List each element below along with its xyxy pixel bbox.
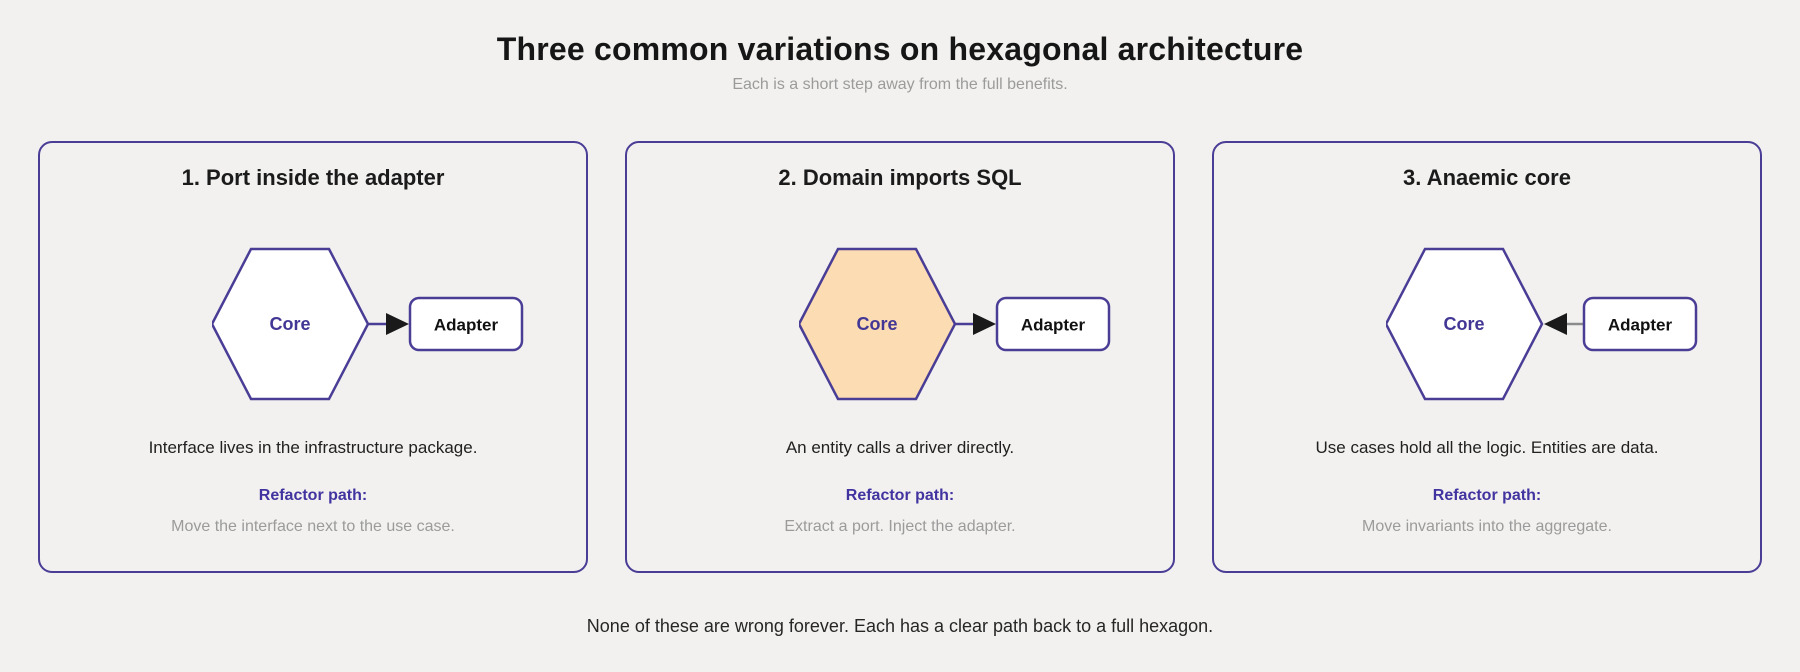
core-hexagon	[799, 247, 957, 401]
panel-diagram: Core Adapter	[40, 246, 586, 402]
panel-description: Interface lives in the infrastructure pa…	[148, 438, 478, 457]
refactor-path-label: Refactor path:	[845, 487, 955, 504]
refactor-path-text: Extract a port. Inject the adapter.	[784, 518, 1016, 535]
panel-domain-imports-sql: 2. Domain imports SQL Core Adapter An en…	[625, 141, 1175, 573]
footer-note: None of these are wrong forever. Each ha…	[586, 616, 1214, 636]
page-footer: None of these are wrong forever. Each ha…	[0, 615, 1800, 637]
adapter-label: Adapter	[434, 316, 499, 335]
core-hexagon	[1386, 247, 1544, 401]
arrow-right-icon	[367, 313, 409, 335]
panel-anaemic-core: 3. Anaemic core Core Adapter Use cases h…	[1212, 141, 1762, 573]
panel-heading: 2. Domain imports SQL	[778, 165, 1022, 190]
panel-description: An entity calls a driver directly.	[785, 438, 1015, 457]
arrow-right-icon	[954, 313, 996, 335]
adapter-label: Adapter	[1608, 316, 1673, 335]
panel-heading: 1. Port inside the adapter	[181, 165, 445, 190]
core-label: Core	[856, 314, 897, 334]
panel-diagram: Core Adapter	[627, 246, 1173, 402]
arrow-left-icon	[1544, 313, 1584, 335]
panel-heading: 3. Anaemic core	[1403, 165, 1571, 190]
adapter-label: Adapter	[1021, 316, 1086, 335]
core-adapter-diagram: Core Adapter	[1386, 247, 1698, 401]
panel-port-inside-adapter: 1. Port inside the adapter Core Adapter …	[38, 141, 588, 573]
page-title: Three common variations on hexagonal arc…	[496, 31, 1304, 67]
core-adapter-diagram: Core Adapter	[212, 247, 524, 401]
adapter-box	[995, 296, 1111, 352]
core-hexagon	[212, 247, 370, 401]
refactor-path-text: Move invariants into the aggregate.	[1362, 518, 1612, 535]
core-label: Core	[269, 314, 310, 334]
adapter-box	[1582, 296, 1698, 352]
adapter-box	[408, 296, 524, 352]
refactor-path-text: Move the interface next to the use case.	[171, 518, 455, 535]
variation-panels-row: 1. Port inside the adapter Core Adapter …	[0, 141, 1800, 573]
page-header: Three common variations on hexagonal arc…	[0, 0, 1800, 95]
refactor-path-label: Refactor path:	[258, 487, 368, 504]
panel-diagram: Core Adapter	[1214, 246, 1760, 402]
core-adapter-diagram: Core Adapter	[799, 247, 1111, 401]
refactor-path-label: Refactor path:	[1432, 487, 1542, 504]
page-subtitle: Each is a short step away from the full …	[732, 76, 1068, 93]
panel-description: Use cases hold all the logic. Entities a…	[1315, 438, 1659, 457]
core-label: Core	[1443, 314, 1484, 334]
